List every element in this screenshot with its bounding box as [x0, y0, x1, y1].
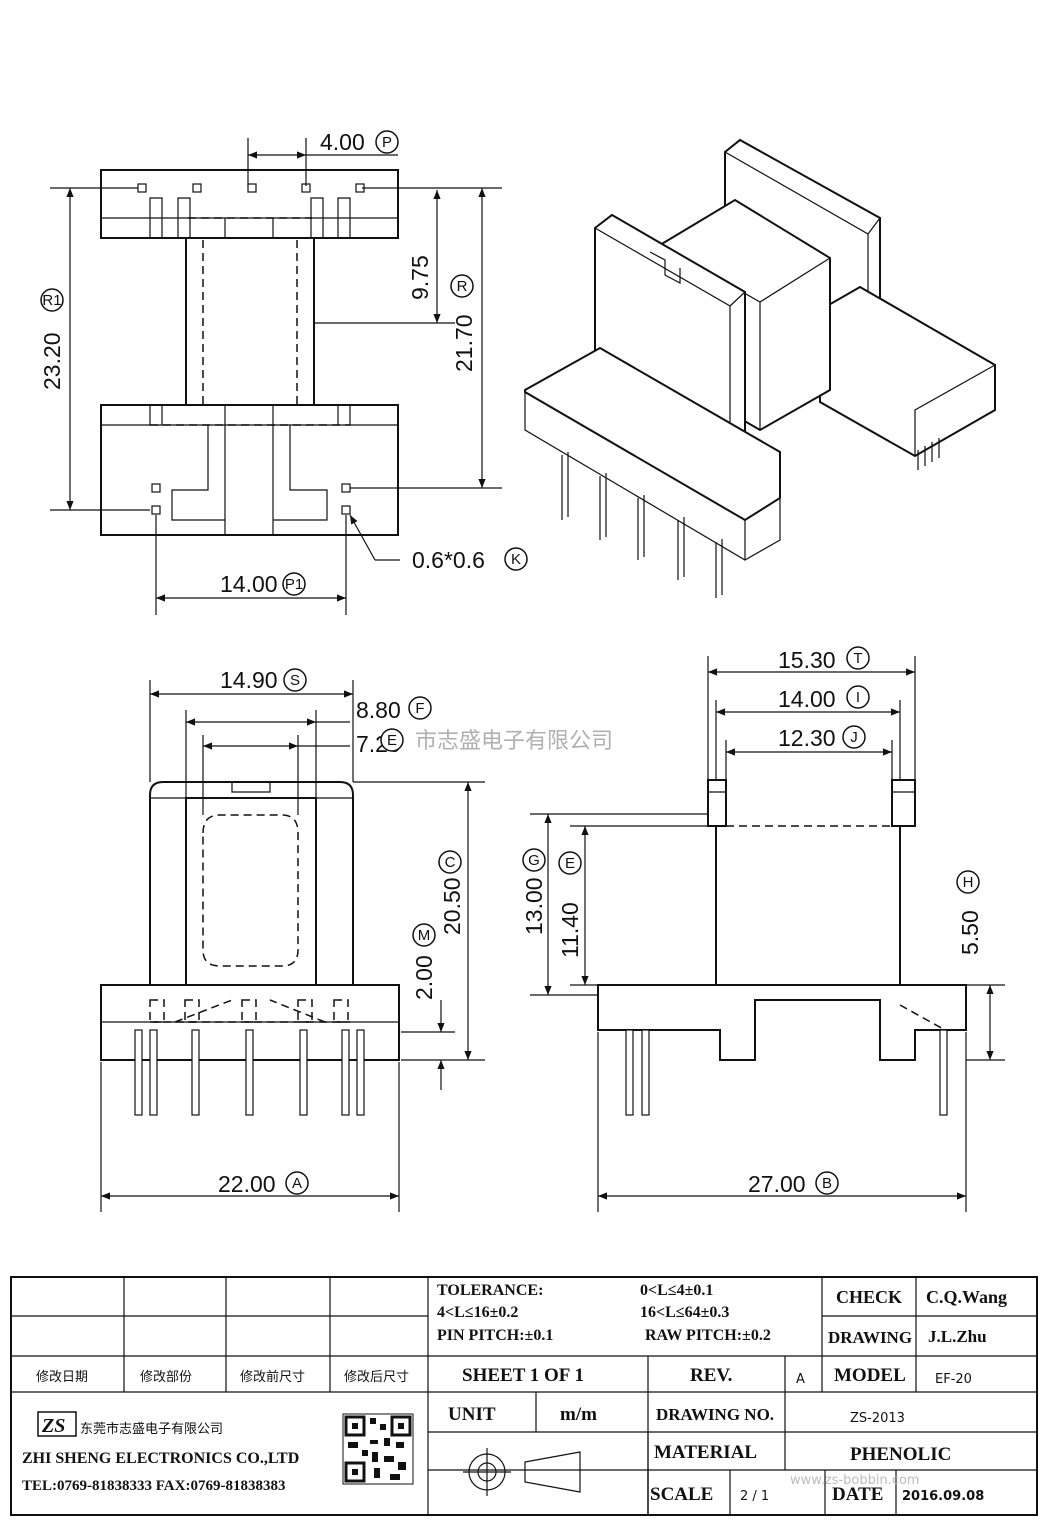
ref-c: C [445, 854, 456, 871]
tolerance-3: 16<L≤64±0.3 [640, 1304, 729, 1321]
tolerance-label: TOLERANCE: [437, 1282, 543, 1299]
dim-window-outer: 8.80 [356, 697, 401, 723]
ref-j: J [850, 729, 858, 746]
ref-e-front: E [387, 732, 397, 749]
logo-text: ZS [41, 1415, 65, 1437]
ref-g: G [528, 852, 540, 869]
dim-flange-width: 14.90 [220, 667, 278, 693]
company-logo: ZS [37, 1411, 77, 1437]
material-label: MATERIAL [654, 1442, 757, 1463]
unit-value: m/m [560, 1404, 597, 1425]
ref-m: M [418, 927, 431, 944]
ref-r: R [457, 278, 468, 295]
dim-pin-row-pitch: 14.00 [220, 571, 278, 597]
dim-mid-length: 14.00 [778, 686, 836, 712]
tolerance-2: 4<L≤16±0.2 [437, 1304, 518, 1321]
drawing-no-label: DRAWING NO. [656, 1405, 774, 1424]
rev-header-date: 修改日期 [36, 1370, 88, 1385]
ref-i: I [856, 689, 860, 706]
dim-overall-height: 23.20 [39, 332, 65, 390]
watermark-corner: www.zs-bobbin.com [790, 1473, 920, 1488]
top-view-dimensions: 4.00 P 23.20 R1 21.70 R 9.75 14.00 P1 0.… [39, 129, 528, 615]
top-view [100, 169, 399, 536]
dim-total-height: 13.00 [521, 877, 547, 935]
ref-f: F [415, 700, 424, 717]
drawing-no-value: ZS-2013 [850, 1411, 905, 1426]
scale-label: SCALE [650, 1484, 713, 1505]
rev-header-part: 修改部份 [140, 1370, 192, 1385]
dim-winding-height: 9.75 [407, 255, 433, 300]
ref-p: P [382, 134, 392, 151]
ref-k: K [511, 551, 521, 568]
material-value: PHENOLIC [850, 1444, 951, 1465]
isometric-view [524, 138, 996, 598]
ref-a: A [292, 1175, 302, 1192]
check-label: CHECK [836, 1287, 902, 1307]
date-value: 2016.09.08 [902, 1489, 984, 1504]
ref-e-side: E [565, 855, 575, 872]
rev-header-before: 修改前尺寸 [240, 1369, 305, 1385]
ref-r1: R1 [42, 292, 61, 309]
side-view-dimensions: 15.30 T 14.00 I 12.30 J 13.00 G 11.40 E … [521, 646, 1005, 1212]
ref-h: H [963, 874, 974, 891]
dim-flange-height: 20.50 [439, 877, 465, 935]
pin-pitch: PIN PITCH:±0.1 [437, 1327, 553, 1344]
dim-pin-pitch: 4.00 [320, 129, 365, 155]
rev-value: A [796, 1372, 805, 1387]
sheet-label: SHEET 1 OF 1 [462, 1365, 584, 1386]
projection-symbol [463, 1448, 581, 1496]
ref-p1: P1 [285, 576, 303, 593]
drawing-label: DRAWING [828, 1328, 912, 1347]
dim-base-length: 27.00 [748, 1171, 806, 1197]
dim-inner-length: 12.30 [778, 725, 836, 751]
dim-base-width: 22.00 [218, 1171, 276, 1197]
company-en: ZHI SHENG ELECTRONICS CO.,LTD [22, 1450, 299, 1467]
check-value: C.Q.Wang [926, 1287, 1007, 1307]
ref-s: S [290, 672, 300, 689]
company-contact: TEL:0769-81838333 FAX:0769-81838383 [22, 1478, 285, 1494]
unit-label: UNIT [448, 1404, 496, 1425]
rev-header-after: 修改后尺寸 [344, 1370, 409, 1385]
tolerance-1: 0<L≤4±0.1 [640, 1282, 713, 1299]
scale-value: 2 / 1 [740, 1489, 769, 1504]
front-view [100, 781, 400, 1116]
drawing-value: J.L.Zhu [928, 1327, 987, 1346]
model-label: MODEL [834, 1365, 906, 1386]
model-value: EF-20 [935, 1372, 972, 1387]
dim-winding-height-side: 11.40 [557, 902, 583, 958]
company-cn: 东莞市志盛电子有限公司 [80, 1421, 223, 1437]
front-view-dimensions: 14.90 S 8.80 F 7.20 E 20.50 C 2.00 M 22.… [100, 667, 485, 1212]
rev-label: REV. [690, 1365, 732, 1386]
dim-inner-height: 21.70 [451, 314, 477, 372]
date-label: DATE [832, 1484, 883, 1505]
ref-t: T [853, 650, 862, 667]
ref-b: B [822, 1175, 832, 1192]
qr-code [342, 1413, 414, 1485]
dim-outer-length: 15.30 [778, 647, 836, 673]
dim-pin-section: 0.6*0.6 [412, 547, 485, 573]
watermark-center: 市志盛电子有限公司 [415, 729, 613, 754]
dim-standoff: 2.00 [411, 955, 437, 1000]
raw-pitch: RAW PITCH:±0.2 [645, 1327, 771, 1344]
dim-base-height: 5.50 [957, 910, 983, 955]
side-view [597, 779, 967, 1116]
title-block: TOLERANCE: 0<L≤4±0.1 4<L≤16±0.2 16<L≤64±… [10, 1276, 1038, 1516]
